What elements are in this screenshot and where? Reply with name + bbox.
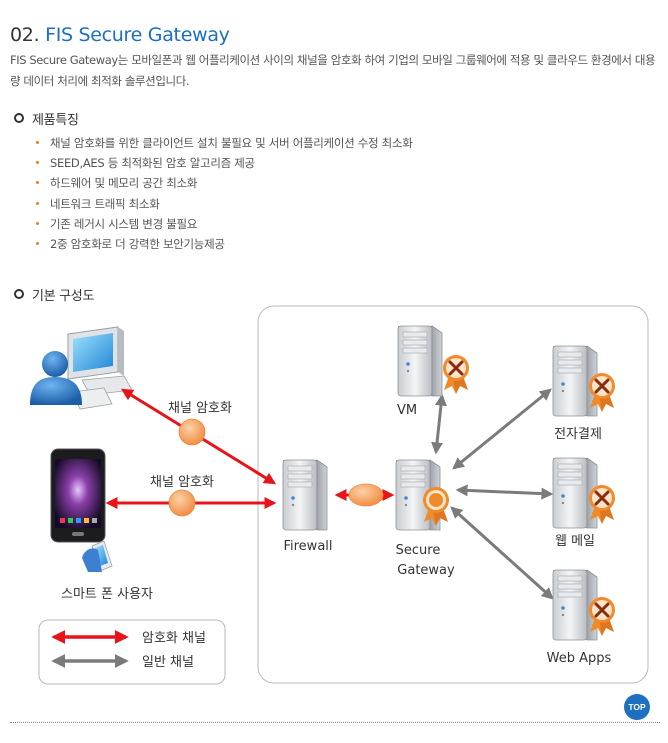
back-to-top-button[interactable]: TOP bbox=[624, 694, 650, 720]
bullet-ring-icon bbox=[14, 113, 24, 123]
firewall-label: Firewall bbox=[283, 539, 332, 554]
smartphone-icon bbox=[50, 448, 113, 572]
blocked-badge-icon bbox=[441, 353, 471, 396]
channel-encryption-label-bottom: 채널 암호화 bbox=[150, 475, 214, 490]
normal-channel-gateway-payment bbox=[452, 388, 552, 470]
secure-gateway-label-line2: Gateway bbox=[397, 563, 455, 578]
normal-channel-gateway-webmail bbox=[455, 484, 554, 500]
legend: 암호화 채널 일반 채널 bbox=[38, 619, 226, 685]
product-description: FIS Secure Gateway는 모바일폰과 웹 어플리케이션 사이의 채… bbox=[10, 53, 656, 88]
features-heading: 제품특징 bbox=[14, 109, 79, 128]
page-title: 02. FIS Secure Gateway bbox=[10, 22, 230, 48]
list-item: 기존 레거시 시스템 변경 불필요 bbox=[34, 214, 413, 234]
list-item: 채널 암호화를 위한 클라이언트 설치 불필요 및 서버 어플리케이션 수정 최… bbox=[34, 133, 413, 153]
desktop-user-icon bbox=[30, 326, 133, 410]
bullet-ring-icon bbox=[14, 289, 24, 299]
blocked-badge-icon bbox=[587, 371, 617, 414]
channel-encryption-label-top: 채널 암호화 bbox=[168, 401, 232, 416]
list-item: 하드웨어 및 메모리 공간 최소화 bbox=[34, 173, 413, 193]
title-number: 02. bbox=[10, 24, 40, 46]
webmail-label: 웹 메일 bbox=[555, 534, 595, 549]
product-name: FIS Secure Gateway bbox=[45, 24, 230, 46]
list-item: 네트워크 트래픽 최소화 bbox=[34, 194, 413, 214]
payment-label: 전자결제 bbox=[554, 427, 602, 442]
legend-normal-label: 일반 채널 bbox=[142, 655, 194, 670]
section-divider bbox=[10, 722, 660, 723]
list-item: SEED,AES 등 최적화된 암호 알고리즘 제공 bbox=[34, 153, 413, 173]
normal-channel-gateway-webapps bbox=[450, 506, 554, 600]
list-item: 2중 암호화로 더 강력한 보안기능제공 bbox=[34, 234, 413, 254]
encryption-node bbox=[178, 418, 206, 446]
blocked-badge-icon bbox=[587, 483, 617, 526]
legend-encrypted-label: 암호화 채널 bbox=[142, 631, 206, 646]
encryption-node bbox=[348, 483, 384, 507]
normal-channel-gateway-vm bbox=[431, 393, 447, 455]
diagram-heading: 기본 구성도 bbox=[14, 285, 94, 304]
blocked-badge-icon bbox=[587, 595, 617, 638]
features-list: 채널 암호화를 위한 클라이언트 설치 불필요 및 서버 어플리케이션 수정 최… bbox=[34, 133, 413, 254]
secure-gateway-label-line1: Secure bbox=[396, 543, 441, 558]
architecture-diagram: 채널 암호화 채널 암호화 스마트 폰 사용자 Firewall Secure … bbox=[30, 305, 649, 685]
encryption-node bbox=[168, 489, 196, 517]
smartphone-user-label: 스마트 폰 사용자 bbox=[61, 587, 153, 602]
webapps-label: Web Apps bbox=[547, 651, 612, 666]
security-badge-icon bbox=[423, 487, 449, 526]
vm-label: VM bbox=[397, 403, 417, 418]
firewall-server-icon bbox=[282, 459, 328, 531]
